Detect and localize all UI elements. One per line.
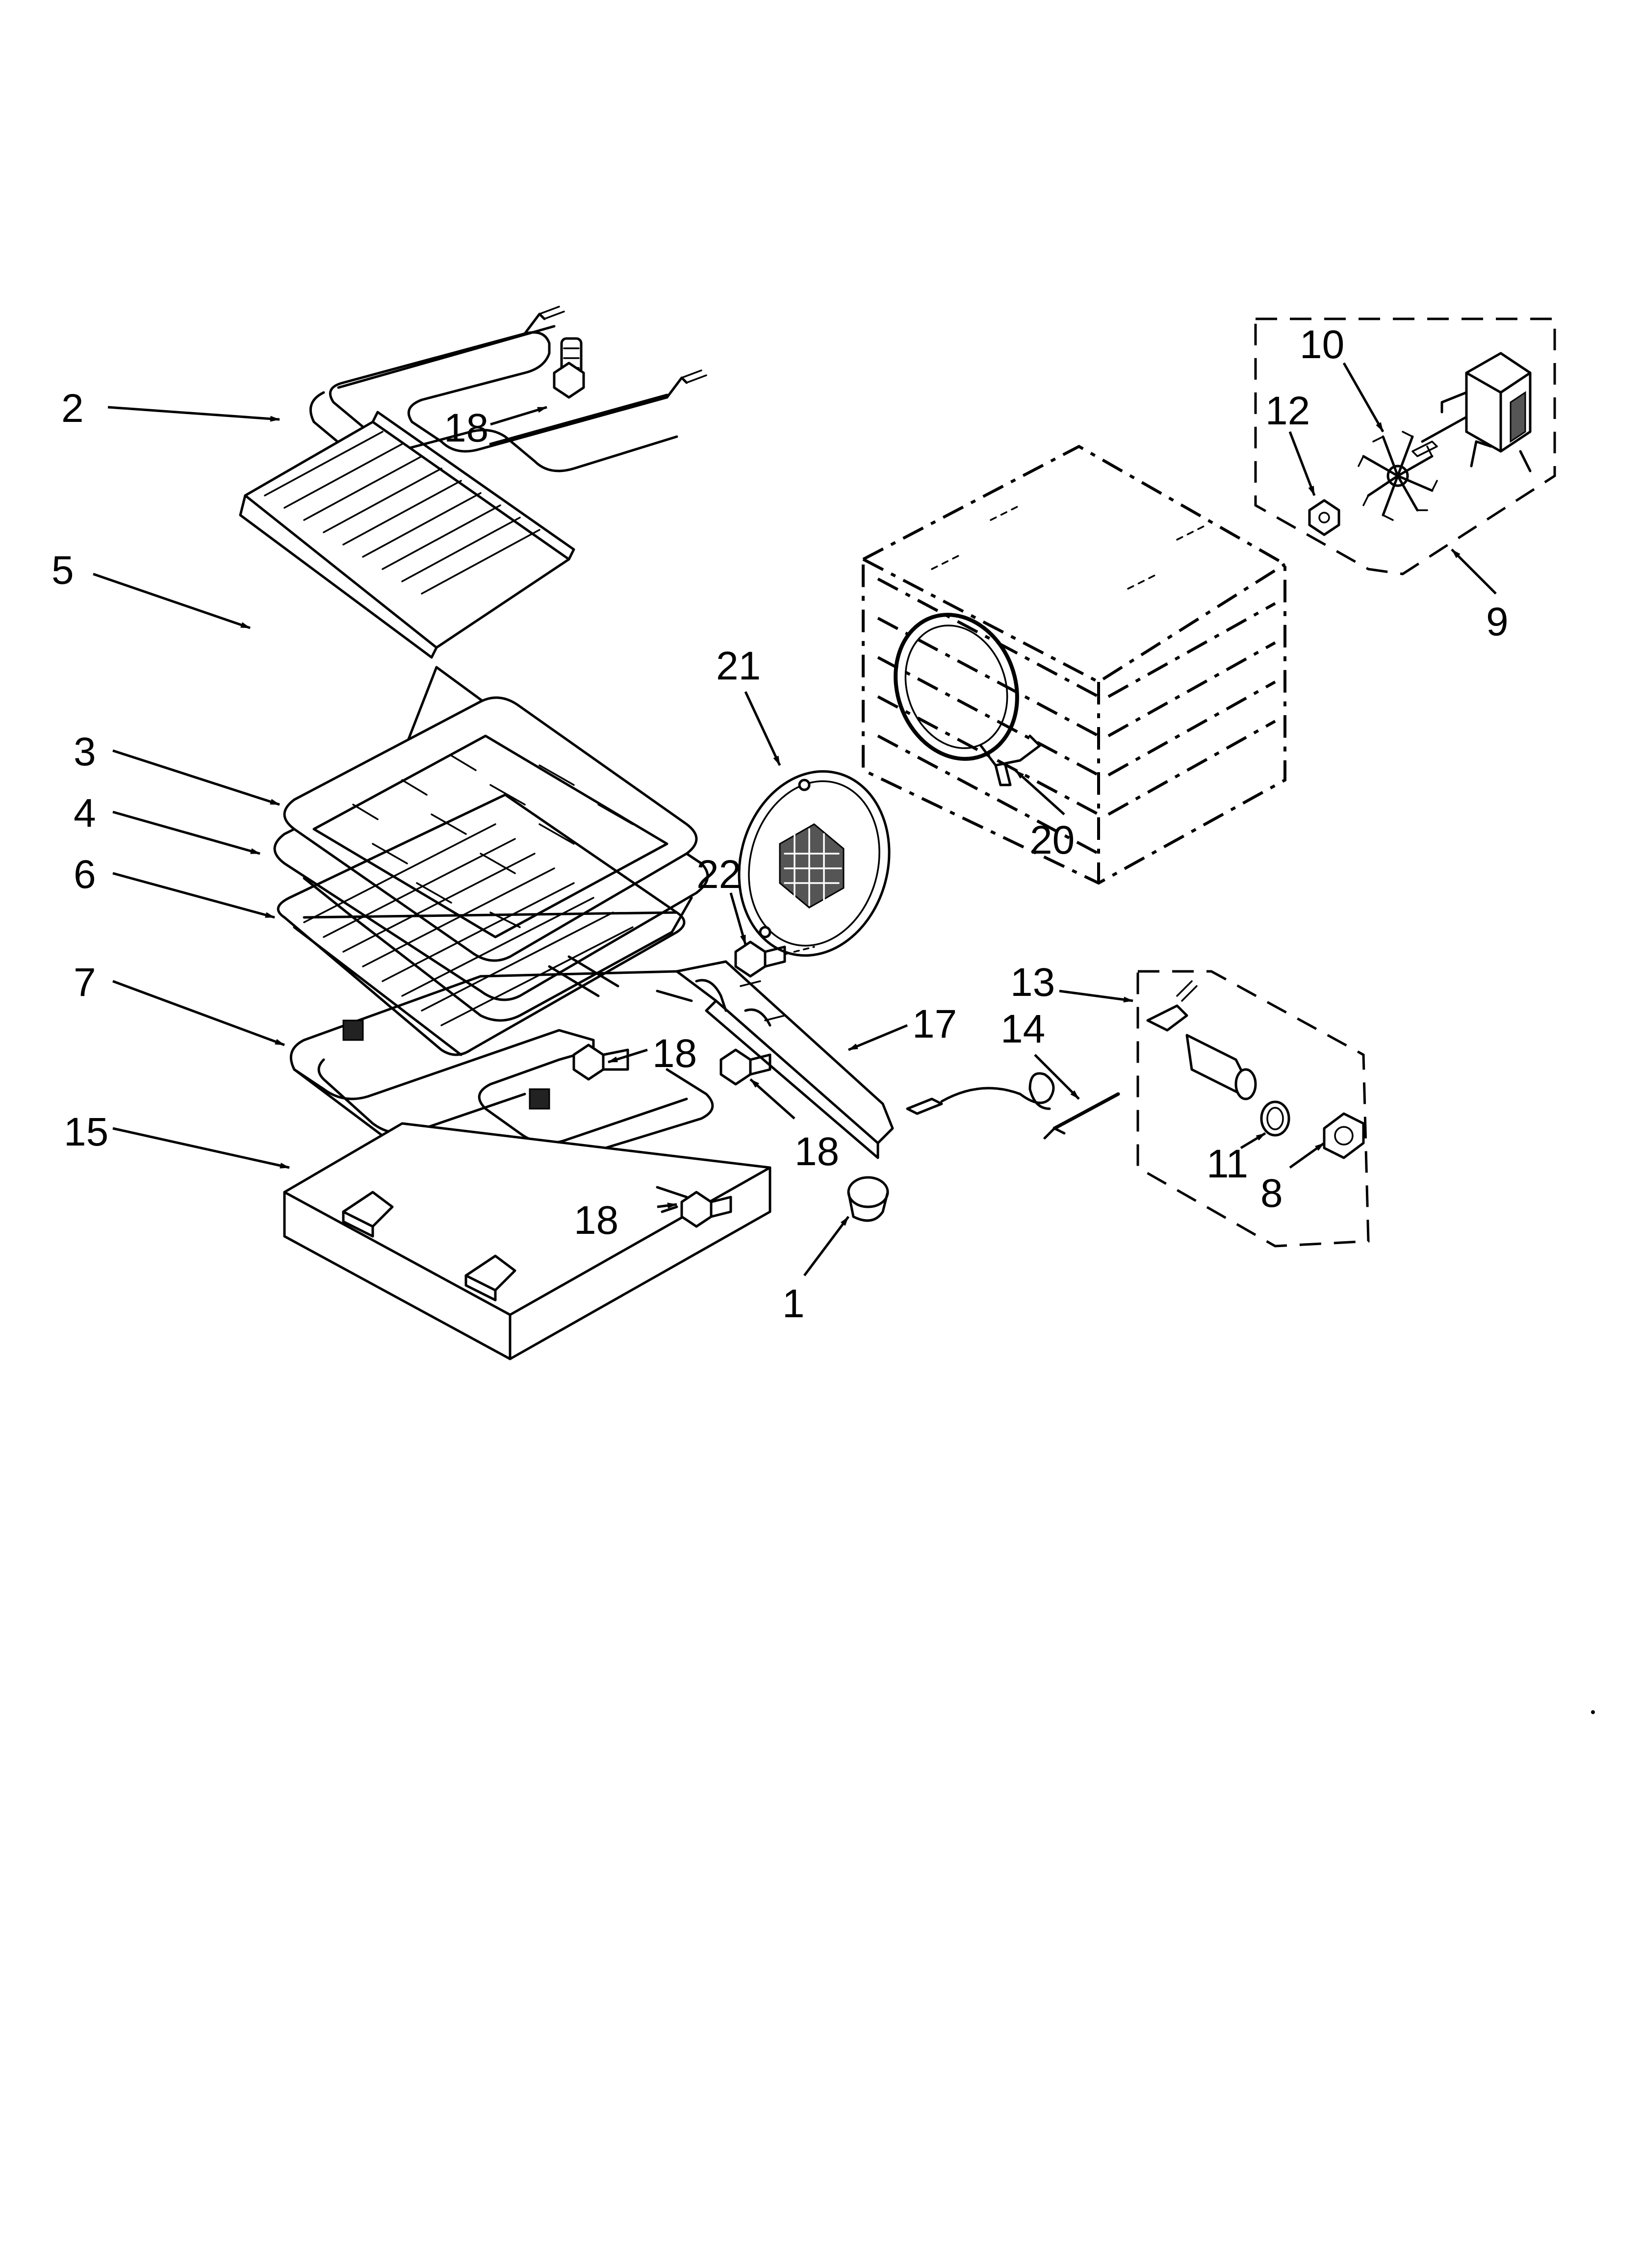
screw-18-bottom [680,1191,732,1228]
convection-fan-cover [738,770,891,957]
screw-18-broil [553,362,585,399]
screw-18-bracket [719,1048,771,1086]
broiler-pan-grid [283,696,698,962]
callout-14: 14 [1001,1007,1045,1051]
broiler-pan [273,828,709,1022]
callout-20: 20 [1030,818,1075,862]
callout-9: 9 [1486,600,1509,644]
callout-leaders [93,362,1497,1277]
callout-labels: 2 18 5 3 4 6 7 15 18 18 18 21 22 17 1 20… [51,322,1509,1326]
convection-fan-motor-assembly [1254,317,1556,575]
callout-13: 13 [1010,960,1055,1005]
callout-6: 6 [74,852,96,897]
oven-light-assembly [1136,970,1370,1248]
screw-22 [734,940,815,978]
callout-11: 11 [1206,1142,1248,1186]
callout-12: 12 [1265,389,1310,433]
light-socket [1146,980,1257,1100]
rear-support-bracket [675,960,894,1159]
callout-2: 2 [61,386,84,431]
broil-element [309,306,707,472]
light-cover-nut [1323,1112,1365,1159]
fan-blade [1358,431,1438,521]
oven-cavity-outline [862,444,1286,885]
callout-1: 1 [782,1281,805,1326]
callout-22: 22 [696,852,741,897]
fan-nut [1308,499,1340,536]
callout-18-bracket: 18 [795,1129,839,1174]
callout-18-left: 18 [652,1031,697,1076]
callout-18-bottom: 18 [574,1198,618,1243]
callout-15: 15 [64,1110,108,1154]
callout-10: 10 [1300,322,1344,367]
plug-button [847,1176,889,1222]
oven-rack [277,793,686,1056]
callout-7: 7 [74,960,96,1005]
stray-dot [1591,1710,1595,1714]
callout-3: 3 [74,730,96,774]
screw-18-left [572,1043,629,1081]
oven-bottom-panel [283,1122,771,1360]
callout-5: 5 [51,548,74,593]
callout-21: 21 [716,644,761,688]
light-lens-washer [1260,1100,1290,1137]
callout-18-broil: 18 [444,406,488,450]
callout-8: 8 [1260,1171,1283,1216]
temperature-sensor [906,1072,1120,1140]
callout-4: 4 [74,791,96,835]
callout-17: 17 [912,1002,957,1046]
convection-element [894,613,1041,786]
